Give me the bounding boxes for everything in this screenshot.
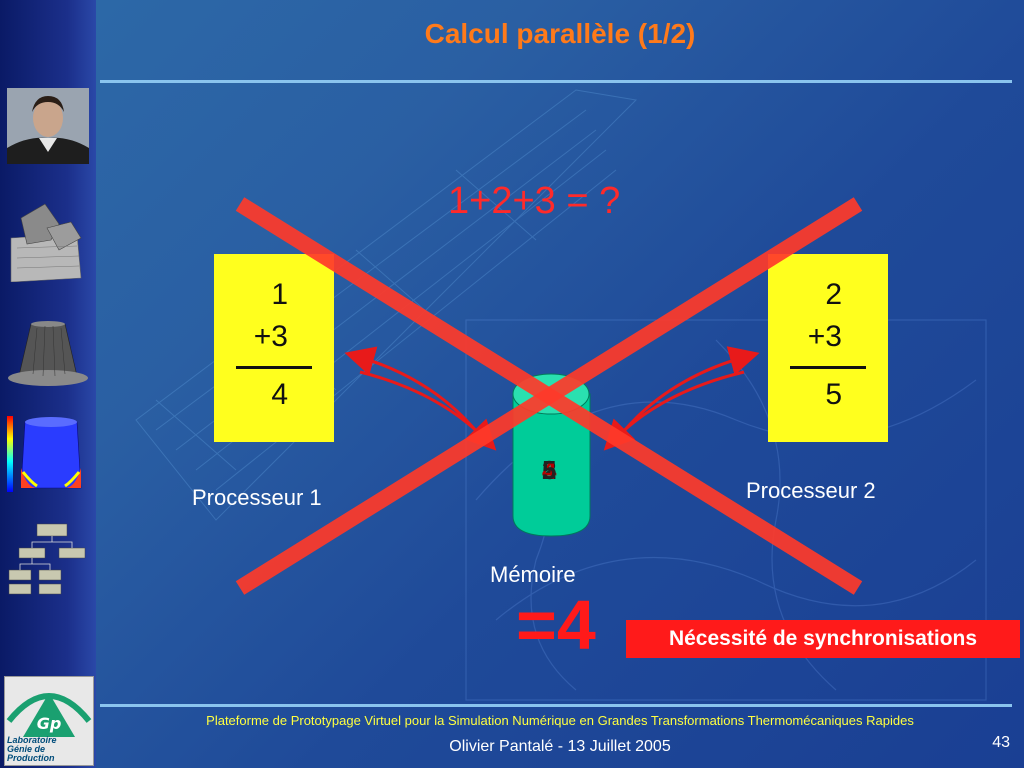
simulation-thumbnail: [7, 416, 82, 492]
footer-author-date: Olivier Pantalé - 13 Juillet 2005: [449, 738, 671, 755]
processor-2-operand-b: +3: [807, 320, 842, 353]
top-divider: [100, 80, 1012, 83]
wrong-result: =4: [516, 586, 596, 664]
processor-2-sum-line: [790, 366, 866, 369]
synchronization-note: Nécessité de synchronisations: [626, 620, 1020, 658]
processor-1-operand-a: 1: [271, 278, 288, 311]
processor-2-label: Processeur 2: [746, 478, 876, 503]
processor-2-result: 5: [825, 378, 842, 411]
sidebar: [0, 0, 96, 768]
footer-project-title: Plateforme de Prototypage Virtuel pour l…: [206, 713, 914, 728]
memory-value-3: 5: [542, 455, 557, 485]
question-text: 1+2+3 = ?: [448, 180, 621, 222]
processor-1-operand-b: +3: [253, 320, 288, 353]
lab-logo: Gp Laboratoire Génie de Production: [4, 676, 94, 766]
logo-text: Laboratoire Génie de Production: [7, 736, 93, 763]
portrait-thumbnail: [7, 88, 89, 164]
processor-2-box: 2 +3 5: [768, 254, 888, 442]
diagram-thumbnail: [8, 523, 86, 595]
logo-text-line2: Génie de Production: [7, 744, 55, 763]
logo-text-line1: Laboratoire: [7, 735, 57, 745]
memory-label: Mémoire: [490, 562, 576, 587]
cone-part-thumbnail: [8, 321, 88, 386]
mesh-part-thumbnail: [10, 203, 82, 282]
logo-mark: Gp: [37, 714, 62, 733]
processor-1-result: 4: [271, 378, 288, 411]
gp-logo-icon: Gp: [6, 693, 92, 737]
processor-2-operand-a: 2: [825, 278, 842, 311]
bottom-divider: [100, 704, 1012, 707]
slide-title: Calcul parallèle (1/2): [424, 18, 696, 49]
memory-value-stack: 2 4 5: [538, 455, 564, 489]
page-number: 43: [992, 734, 1010, 751]
processor-1-label: Processeur 1: [192, 485, 322, 510]
processor-1-sum-line: [236, 366, 312, 369]
processor-1-box: 1 +3 4: [214, 254, 334, 442]
